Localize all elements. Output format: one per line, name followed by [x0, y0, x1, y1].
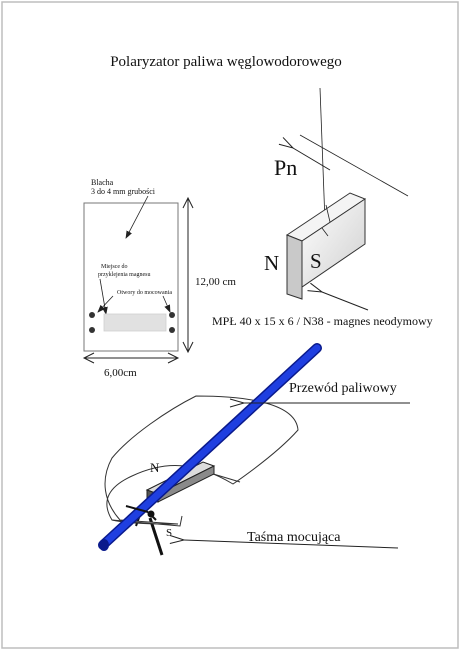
magnet-place-leader [99, 278, 108, 315]
mount-holes-label: Otwory do mocowania [117, 290, 172, 296]
assembly-view: N S Przewód paliwowy Taśma mocująca [98, 343, 410, 556]
pole-arrow-line [293, 148, 331, 171]
magnet-pole-n: N [264, 251, 279, 275]
fuel-line-end [99, 539, 109, 551]
magnet-spec-label: MPŁ 40 x 15 x 6 / N38 - magnes neodymowy [212, 314, 433, 328]
mount-hole-top-right [169, 312, 175, 318]
width-dimension-label: 6,00cm [104, 367, 137, 379]
strap-leader [184, 540, 399, 549]
strap-knot [147, 510, 155, 518]
magnet-spec-leader [322, 292, 369, 311]
plate-thickness-label: 3 do 4 mm grubości [91, 187, 156, 196]
mount-holes-leader-2 [162, 295, 171, 313]
mount-holes-leader [97, 295, 114, 313]
pole-line-diagonal [299, 134, 409, 197]
mount-hole-bottom-right [169, 327, 175, 333]
assembly-pole-s: S [166, 527, 172, 539]
magnet-detail: Pn N S MPŁ 40 x 15 x 6 / N38 - magnes ne… [212, 87, 433, 328]
magnet-front-face [286, 234, 303, 300]
mount-hole-top-left [89, 312, 95, 318]
strap-tail [148, 517, 164, 556]
fuel-line-label: Przewód paliwowy [289, 381, 397, 396]
diagram-title: Polaryzator paliwa węglowodorowego [110, 54, 342, 70]
mount-hole-bottom-left [89, 327, 95, 333]
magnet-place-label: Miejsce do [101, 264, 128, 270]
magnet-pole-s: S [310, 249, 322, 273]
plate-label: Blacha [91, 178, 114, 187]
assembly-pole-n: N [150, 460, 160, 475]
fuel-line-highlight [99, 344, 321, 549]
height-dimension-label: 12,00 cm [195, 276, 236, 288]
strap-label: Taśma mocująca [247, 530, 341, 545]
plate-label-leader [125, 195, 149, 239]
pole-line-vertical [319, 87, 326, 223]
magnet-place-area [103, 313, 167, 332]
mounting-plate: Blacha 3 do 4 mm grubości Miejsce do prz… [82, 178, 236, 379]
magnet-place-label-2: przyklejenia magnesu [98, 272, 150, 278]
pole-label-pn: Pn [274, 155, 297, 180]
